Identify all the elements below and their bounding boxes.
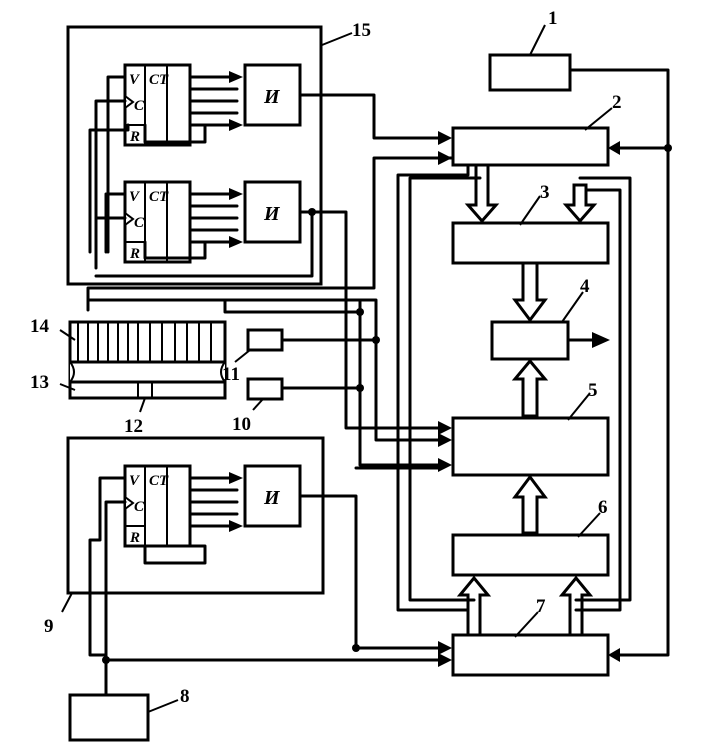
label-8: 8 <box>180 686 190 707</box>
label-11: 11 <box>222 364 240 385</box>
label-2: 2 <box>612 92 622 113</box>
label-13: 13 <box>30 372 49 393</box>
label-10: 10 <box>232 414 251 435</box>
label-14: 14 <box>30 316 50 337</box>
label-4: 4 <box>580 276 590 297</box>
bus-arrows <box>456 163 610 637</box>
svg-text:И: И <box>263 86 281 108</box>
label-7: 7 <box>536 596 546 617</box>
and-gate-c: И <box>243 464 302 528</box>
block-7 <box>451 633 610 677</box>
counter-local-wiring <box>88 75 207 662</box>
label-1: 1 <box>548 8 558 29</box>
block-3 <box>451 221 610 265</box>
label-3: 3 <box>540 182 550 203</box>
main-wiring <box>86 68 672 697</box>
label-9: 9 <box>44 616 54 637</box>
block-11 <box>246 328 284 352</box>
label-15: 15 <box>352 20 371 41</box>
block-10 <box>246 377 284 401</box>
block-5 <box>451 416 610 477</box>
and-gate-a: И <box>243 63 302 127</box>
block-4 <box>490 320 570 361</box>
svg-text:И: И <box>263 487 281 509</box>
leaders <box>59 24 613 713</box>
label-12: 12 <box>124 416 143 437</box>
and-gate-b: И <box>243 180 302 244</box>
block-8 <box>68 693 150 742</box>
block-2 <box>451 126 610 167</box>
svg-text:И: И <box>263 203 281 225</box>
label-5: 5 <box>588 380 598 401</box>
block-6 <box>451 533 610 577</box>
encoder-assembly <box>68 320 227 400</box>
block-1 <box>488 53 572 92</box>
labels: 1 2 3 4 5 6 7 8 9 10 11 12 13 14 15 <box>30 8 622 707</box>
label-6: 6 <box>598 497 608 518</box>
